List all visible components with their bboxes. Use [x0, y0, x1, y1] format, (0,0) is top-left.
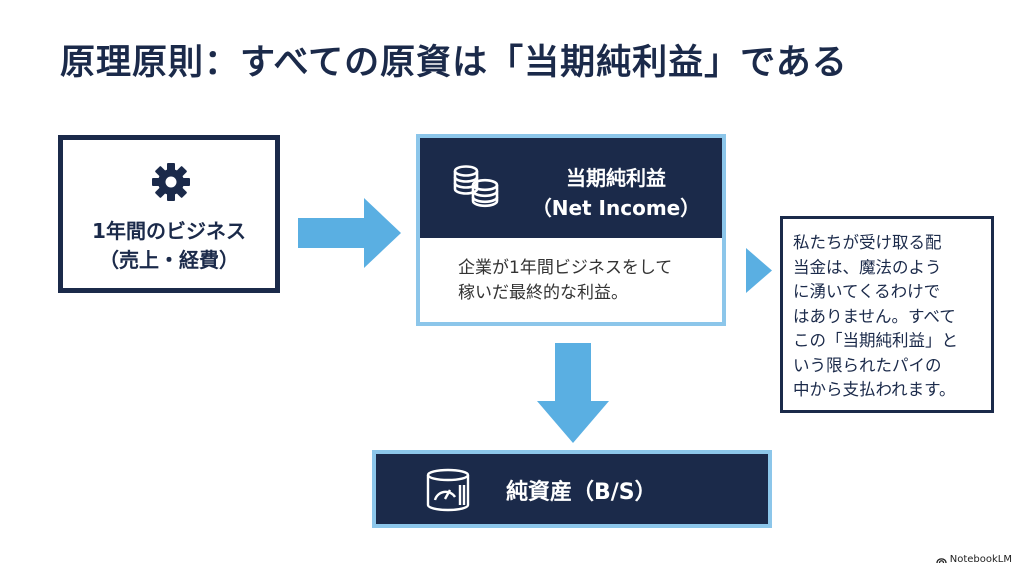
- note-line: いう限られたパイの: [793, 355, 942, 375]
- note-line: 私たちが受け取る配: [793, 233, 942, 252]
- net-assets-label: 純資産（B/S）: [506, 480, 657, 505]
- description-line: 稼いだ最終的な利益。: [458, 283, 628, 303]
- business-sublabel: （売上・経費）: [99, 248, 239, 272]
- business-box: 1年間のビジネス （売上・経費）: [58, 135, 280, 293]
- note-line: に湧いてくるわけで: [793, 282, 941, 301]
- dividend-note-text: 私たちが受け取る配 当金は、魔法のよう に湧いてくるわけで はありません。すべて…: [793, 231, 989, 403]
- small-right-arrow-icon: [746, 248, 772, 293]
- note-line: 中から支払われます。: [793, 380, 956, 399]
- note-line: はありません。すべて: [793, 306, 956, 326]
- net-assets-box: 純資産（B/S）: [372, 450, 772, 528]
- note-line: この「当期純利益」と: [793, 331, 958, 350]
- net-income-box: 当期純利益 （Net Income） 企業が1年間ビジネスをして 稼いだ最終的な…: [416, 134, 726, 326]
- down-arrow-icon: [537, 343, 609, 443]
- coins-icon: [453, 165, 499, 208]
- right-arrow-icon: [298, 198, 401, 268]
- net-income-subtitle: （Net Income）: [531, 196, 701, 220]
- net-income-header: 当期純利益 （Net Income）: [420, 138, 722, 238]
- description-line: 企業が1年間ビジネスをして: [458, 258, 673, 278]
- gear-icon: [152, 163, 190, 201]
- note-line: 当金は、魔法のよう: [793, 257, 942, 277]
- gauge-icon: [426, 468, 470, 512]
- watermark: NotebookLM: [936, 554, 1012, 565]
- net-income-description: 企業が1年間ビジネスをして 稼いだ最終的な利益。: [458, 256, 708, 306]
- watermark-text: NotebookLM: [949, 554, 1012, 565]
- business-label: 1年間のビジネス: [92, 219, 246, 243]
- page-title: 原理原則：すべての原資は「当期純利益」である: [60, 43, 848, 83]
- net-income-title: 当期純利益: [566, 166, 666, 190]
- notebooklm-logo-icon: [936, 557, 947, 563]
- dividend-note-box: 私たちが受け取る配 当金は、魔法のよう に湧いてくるわけで はありません。すべて…: [780, 216, 994, 413]
